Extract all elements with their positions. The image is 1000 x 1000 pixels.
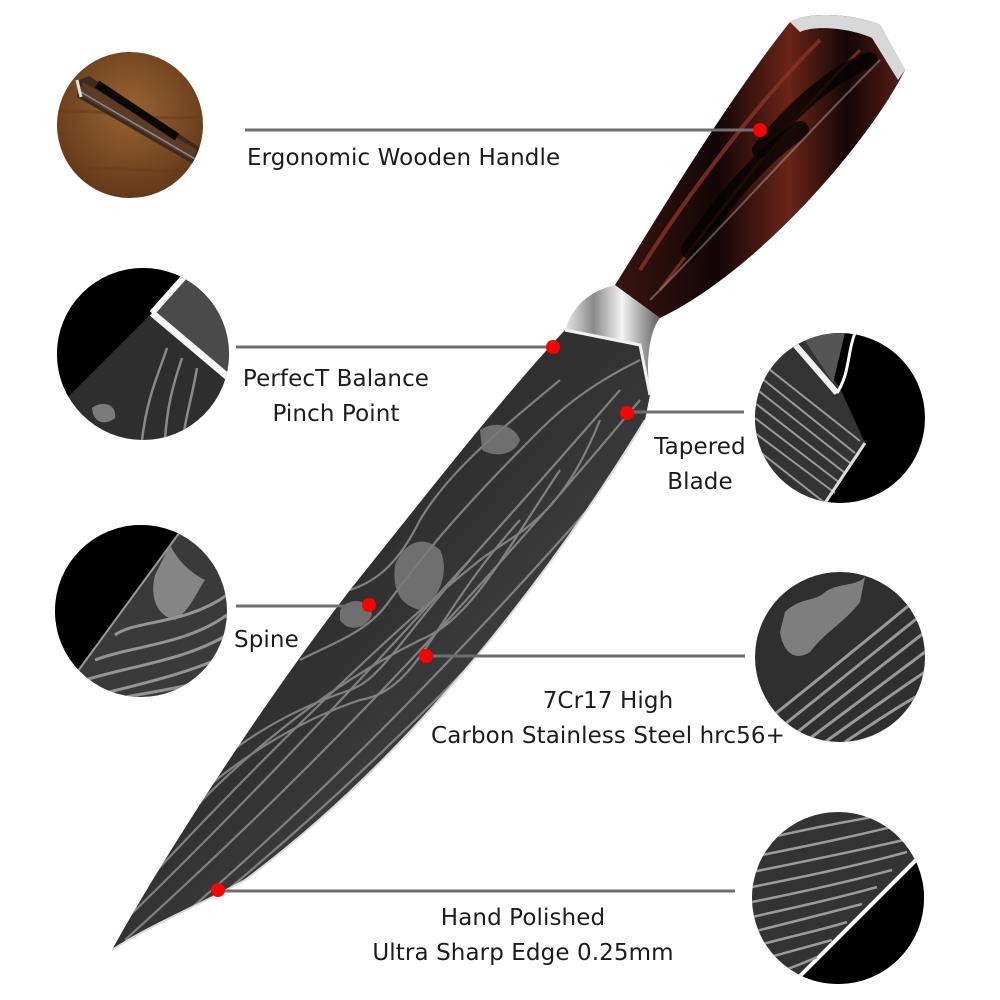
- callout-edge-line2: Ultra Sharp Edge 0.25mm: [372, 940, 674, 966]
- inset-steel-detail: [755, 572, 925, 742]
- red-dot-markers: [211, 123, 767, 897]
- inset-handle-detail: [57, 52, 203, 198]
- callout-tapered-line2: Blade: [667, 469, 733, 495]
- inset-spine-detail: [55, 525, 227, 697]
- callout-tapered-line1: Tapered: [654, 434, 746, 460]
- marker-steel-icon: [419, 649, 433, 663]
- spine-closeup-icon: [55, 525, 227, 697]
- callout-balance-line2: Pinch Point: [272, 401, 400, 427]
- inset-tapered-detail: [755, 333, 925, 503]
- callout-steel: 7Cr17 High Carbon Stainless Steel hrc56+: [428, 684, 788, 754]
- callout-handle: Ergonomic Wooden Handle: [247, 141, 560, 176]
- callout-balance-line1: PerfecT Balance: [242, 366, 430, 392]
- wooden-handle: [615, 14, 905, 318]
- damascus-steel-closeup-icon: [755, 572, 925, 742]
- callout-edge: Hand Polished Ultra Sharp Edge 0.25mm: [368, 901, 678, 971]
- callout-spine-text: Spine: [234, 627, 299, 653]
- marker-edge-icon: [211, 883, 225, 897]
- bolster: [564, 285, 660, 396]
- callout-handle-text: Ergonomic Wooden Handle: [247, 145, 561, 171]
- callout-spine: Spine: [234, 623, 299, 658]
- marker-balance-icon: [546, 340, 560, 354]
- callout-balance: PerfecT Balance Pinch Point: [236, 362, 436, 432]
- pinch-point-closeup-icon: [57, 268, 229, 440]
- callout-edge-line1: Hand Polished: [440, 905, 606, 931]
- callout-steel-line1: 7Cr17 High: [542, 688, 674, 714]
- marker-tapered-icon: [620, 406, 634, 420]
- wooden-handle-closeup-icon: [57, 52, 203, 198]
- inset-edge-detail: [752, 812, 924, 984]
- marker-spine-icon: [362, 598, 376, 612]
- inset-balance-detail: [57, 268, 229, 440]
- leader-lines: [218, 128, 760, 893]
- sharp-edge-closeup-icon: [752, 812, 924, 984]
- tapered-blade-closeup-icon: [755, 333, 925, 503]
- callout-tapered: Tapered Blade: [650, 430, 750, 500]
- callout-steel-line2: Carbon Stainless Steel hrc56+: [431, 723, 785, 749]
- marker-handle-icon: [753, 123, 767, 137]
